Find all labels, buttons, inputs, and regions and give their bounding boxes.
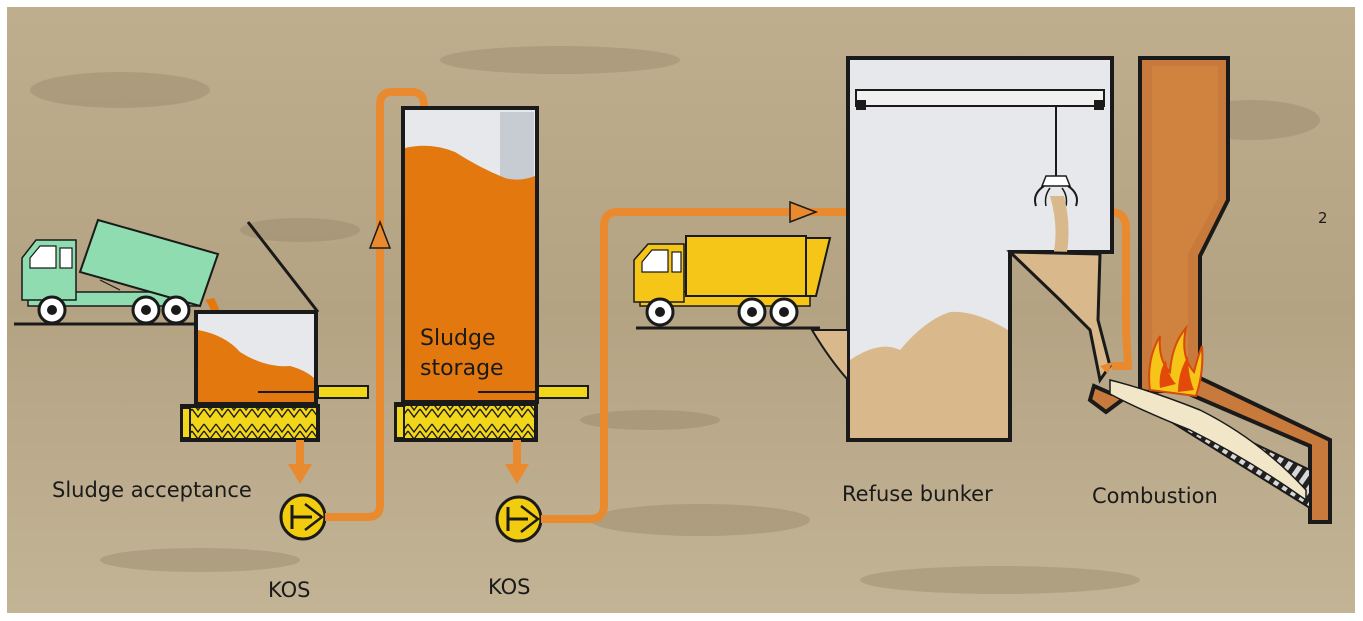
feed-chute	[1006, 250, 1112, 384]
pump-icon	[279, 493, 327, 541]
dump-truck-icon	[21, 218, 220, 325]
flow-arrow-right	[789, 200, 819, 224]
sludge-pipe-2	[541, 208, 1133, 523]
figure-number: 2	[1318, 209, 1328, 227]
flow-arrow-down-2	[505, 440, 529, 484]
refuse-bunker	[810, 56, 1114, 442]
refuse-truck-icon	[633, 235, 832, 327]
label-sludge-storage-line2: storage	[420, 356, 504, 381]
flow-arrow-icon	[288, 440, 312, 484]
label-refuse-bunker: Refuse bunker	[842, 482, 993, 506]
sludge-pipe-1	[325, 88, 428, 521]
label-sludge-storage-line1: Sludge	[420, 326, 496, 351]
flame-icon	[1148, 324, 1204, 398]
sludge-storage-silo	[394, 106, 589, 442]
pump-icon-2	[495, 495, 543, 543]
sludge-acceptance-bin	[180, 221, 369, 442]
combustion-furnace	[1087, 56, 1332, 524]
label-kos-right: KOS	[488, 575, 531, 599]
label-sludge-acceptance: Sludge acceptance	[52, 478, 252, 502]
label-kos-left: KOS	[268, 578, 311, 602]
flow-arrow-up	[368, 219, 392, 249]
sludge-injection	[1100, 362, 1112, 374]
label-combustion: Combustion	[1092, 484, 1218, 508]
